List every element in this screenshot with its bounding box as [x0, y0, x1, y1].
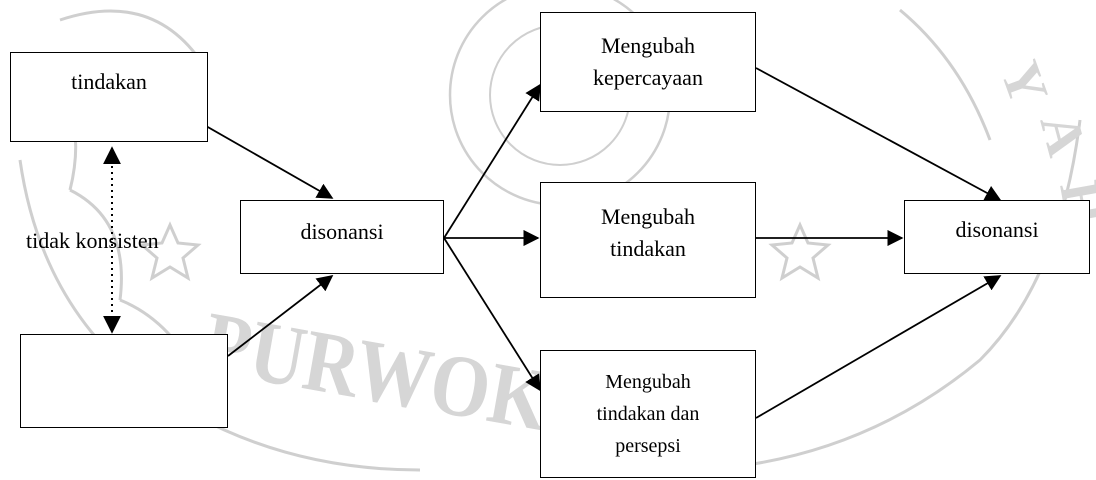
node-mengubah-kepercayaan: Mengubah kepercayaan	[540, 12, 756, 112]
arrow-disonansi-to-kepercayaan	[443, 83, 541, 239]
node-mengubah-tindakan-label: Mengubah tindakan	[600, 204, 696, 261]
node-mengubah-tindakan-persepsi-label: Mengubah tindakan dan persepsi	[596, 371, 700, 457]
node-mengubah-kepercayaan-label: Mengubah kepercayaan	[593, 33, 703, 90]
node-mengubah-tindakan: Mengubah tindakan	[540, 182, 756, 298]
relation-label-tidak-konsisten: tidak konsisten	[26, 228, 159, 253]
node-disonansi-right-label: disonansi	[955, 217, 1039, 242]
node-tindakan: tindakan	[10, 52, 208, 142]
arrow-disonansi-to-persepsi	[443, 237, 541, 392]
node-disonansi-right: disonansi	[904, 200, 1090, 274]
arrow-tindakan-to-disonansi	[205, 125, 334, 199]
node-disonansi-left-label: disonansi	[300, 219, 384, 244]
node-empty	[20, 334, 228, 428]
node-disonansi-left: disonansi	[240, 200, 444, 274]
arrow-empty-to-disonansi	[227, 275, 334, 357]
node-mengubah-tindakan-persepsi: Mengubah tindakan dan persepsi	[540, 350, 756, 478]
node-tindakan-label: tindakan	[71, 69, 147, 94]
arrow-persepsi-to-disonansi	[755, 275, 1002, 419]
arrow-kepercayaan-to-disonansi	[755, 67, 1002, 201]
